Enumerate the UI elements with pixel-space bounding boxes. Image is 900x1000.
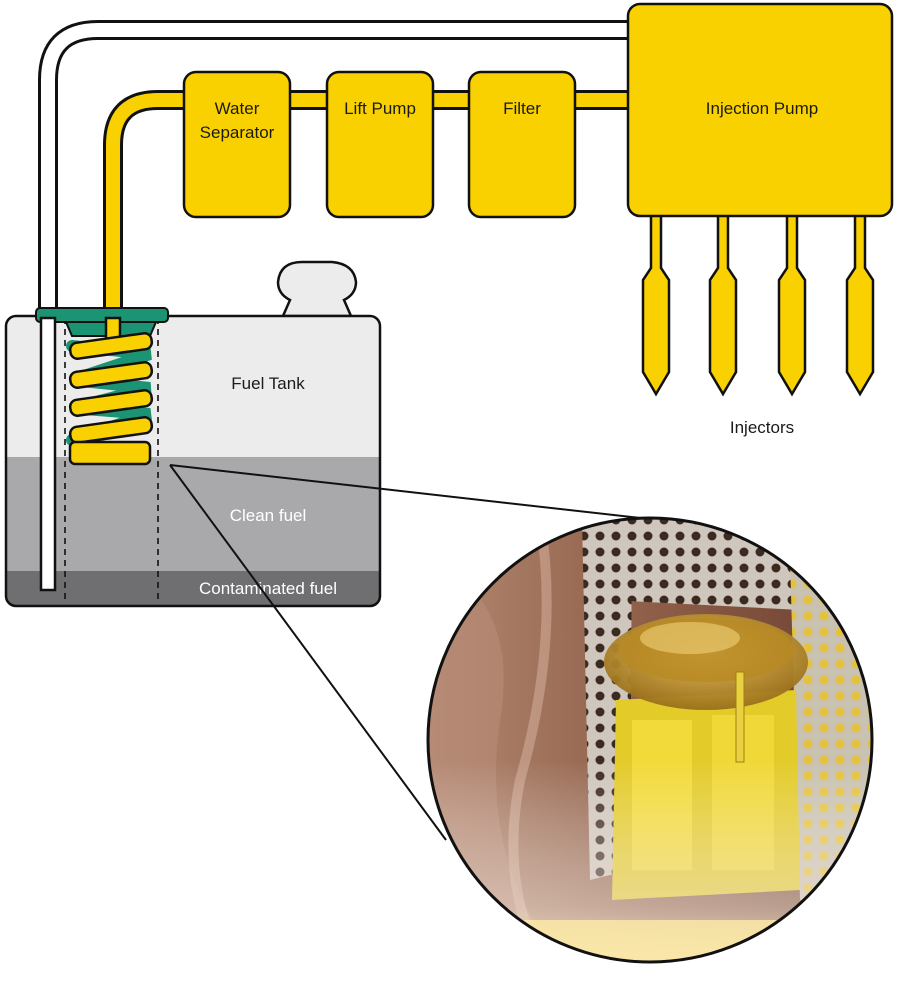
injection-pump: Injection Pump xyxy=(626,2,894,218)
injector xyxy=(777,212,807,397)
magnified-pickup-photo xyxy=(428,518,872,962)
floating-pickup-spring xyxy=(66,332,154,466)
contaminated-fuel-label: Contaminated fuel xyxy=(199,579,337,598)
zoom-line-top xyxy=(169,464,641,519)
clean-fuel-layer xyxy=(6,457,380,572)
filter-label: Filter xyxy=(503,99,541,118)
lift-pump-label: Lift Pump xyxy=(344,99,416,118)
lift-pump: Lift Pump xyxy=(325,70,435,219)
water-separator-label-line1: Water xyxy=(215,99,260,118)
tank-filler-neck xyxy=(276,260,358,318)
magnifier-circle xyxy=(426,516,874,964)
water-separator: Water Separator xyxy=(182,70,292,219)
contaminated-fuel-layer xyxy=(6,571,380,606)
injectors-label: Injectors xyxy=(730,418,794,437)
filter: Filter xyxy=(467,70,577,219)
feed-line-inner xyxy=(106,93,632,440)
clean-fuel-label: Clean fuel xyxy=(230,506,307,525)
injectors: Injectors xyxy=(641,212,875,437)
zoom-line-bottom xyxy=(169,464,447,841)
return-line-inner xyxy=(41,23,632,590)
injector xyxy=(641,212,671,397)
fuel-tank-label: Fuel Tank xyxy=(231,374,305,393)
injection-pump-label: Injection Pump xyxy=(706,99,818,118)
injector xyxy=(845,212,875,397)
water-separator-label-line2: Separator xyxy=(200,123,275,142)
injector xyxy=(708,212,738,397)
fuel-tank: Fuel Tank Clean fuel Contaminated fuel xyxy=(4,260,382,608)
